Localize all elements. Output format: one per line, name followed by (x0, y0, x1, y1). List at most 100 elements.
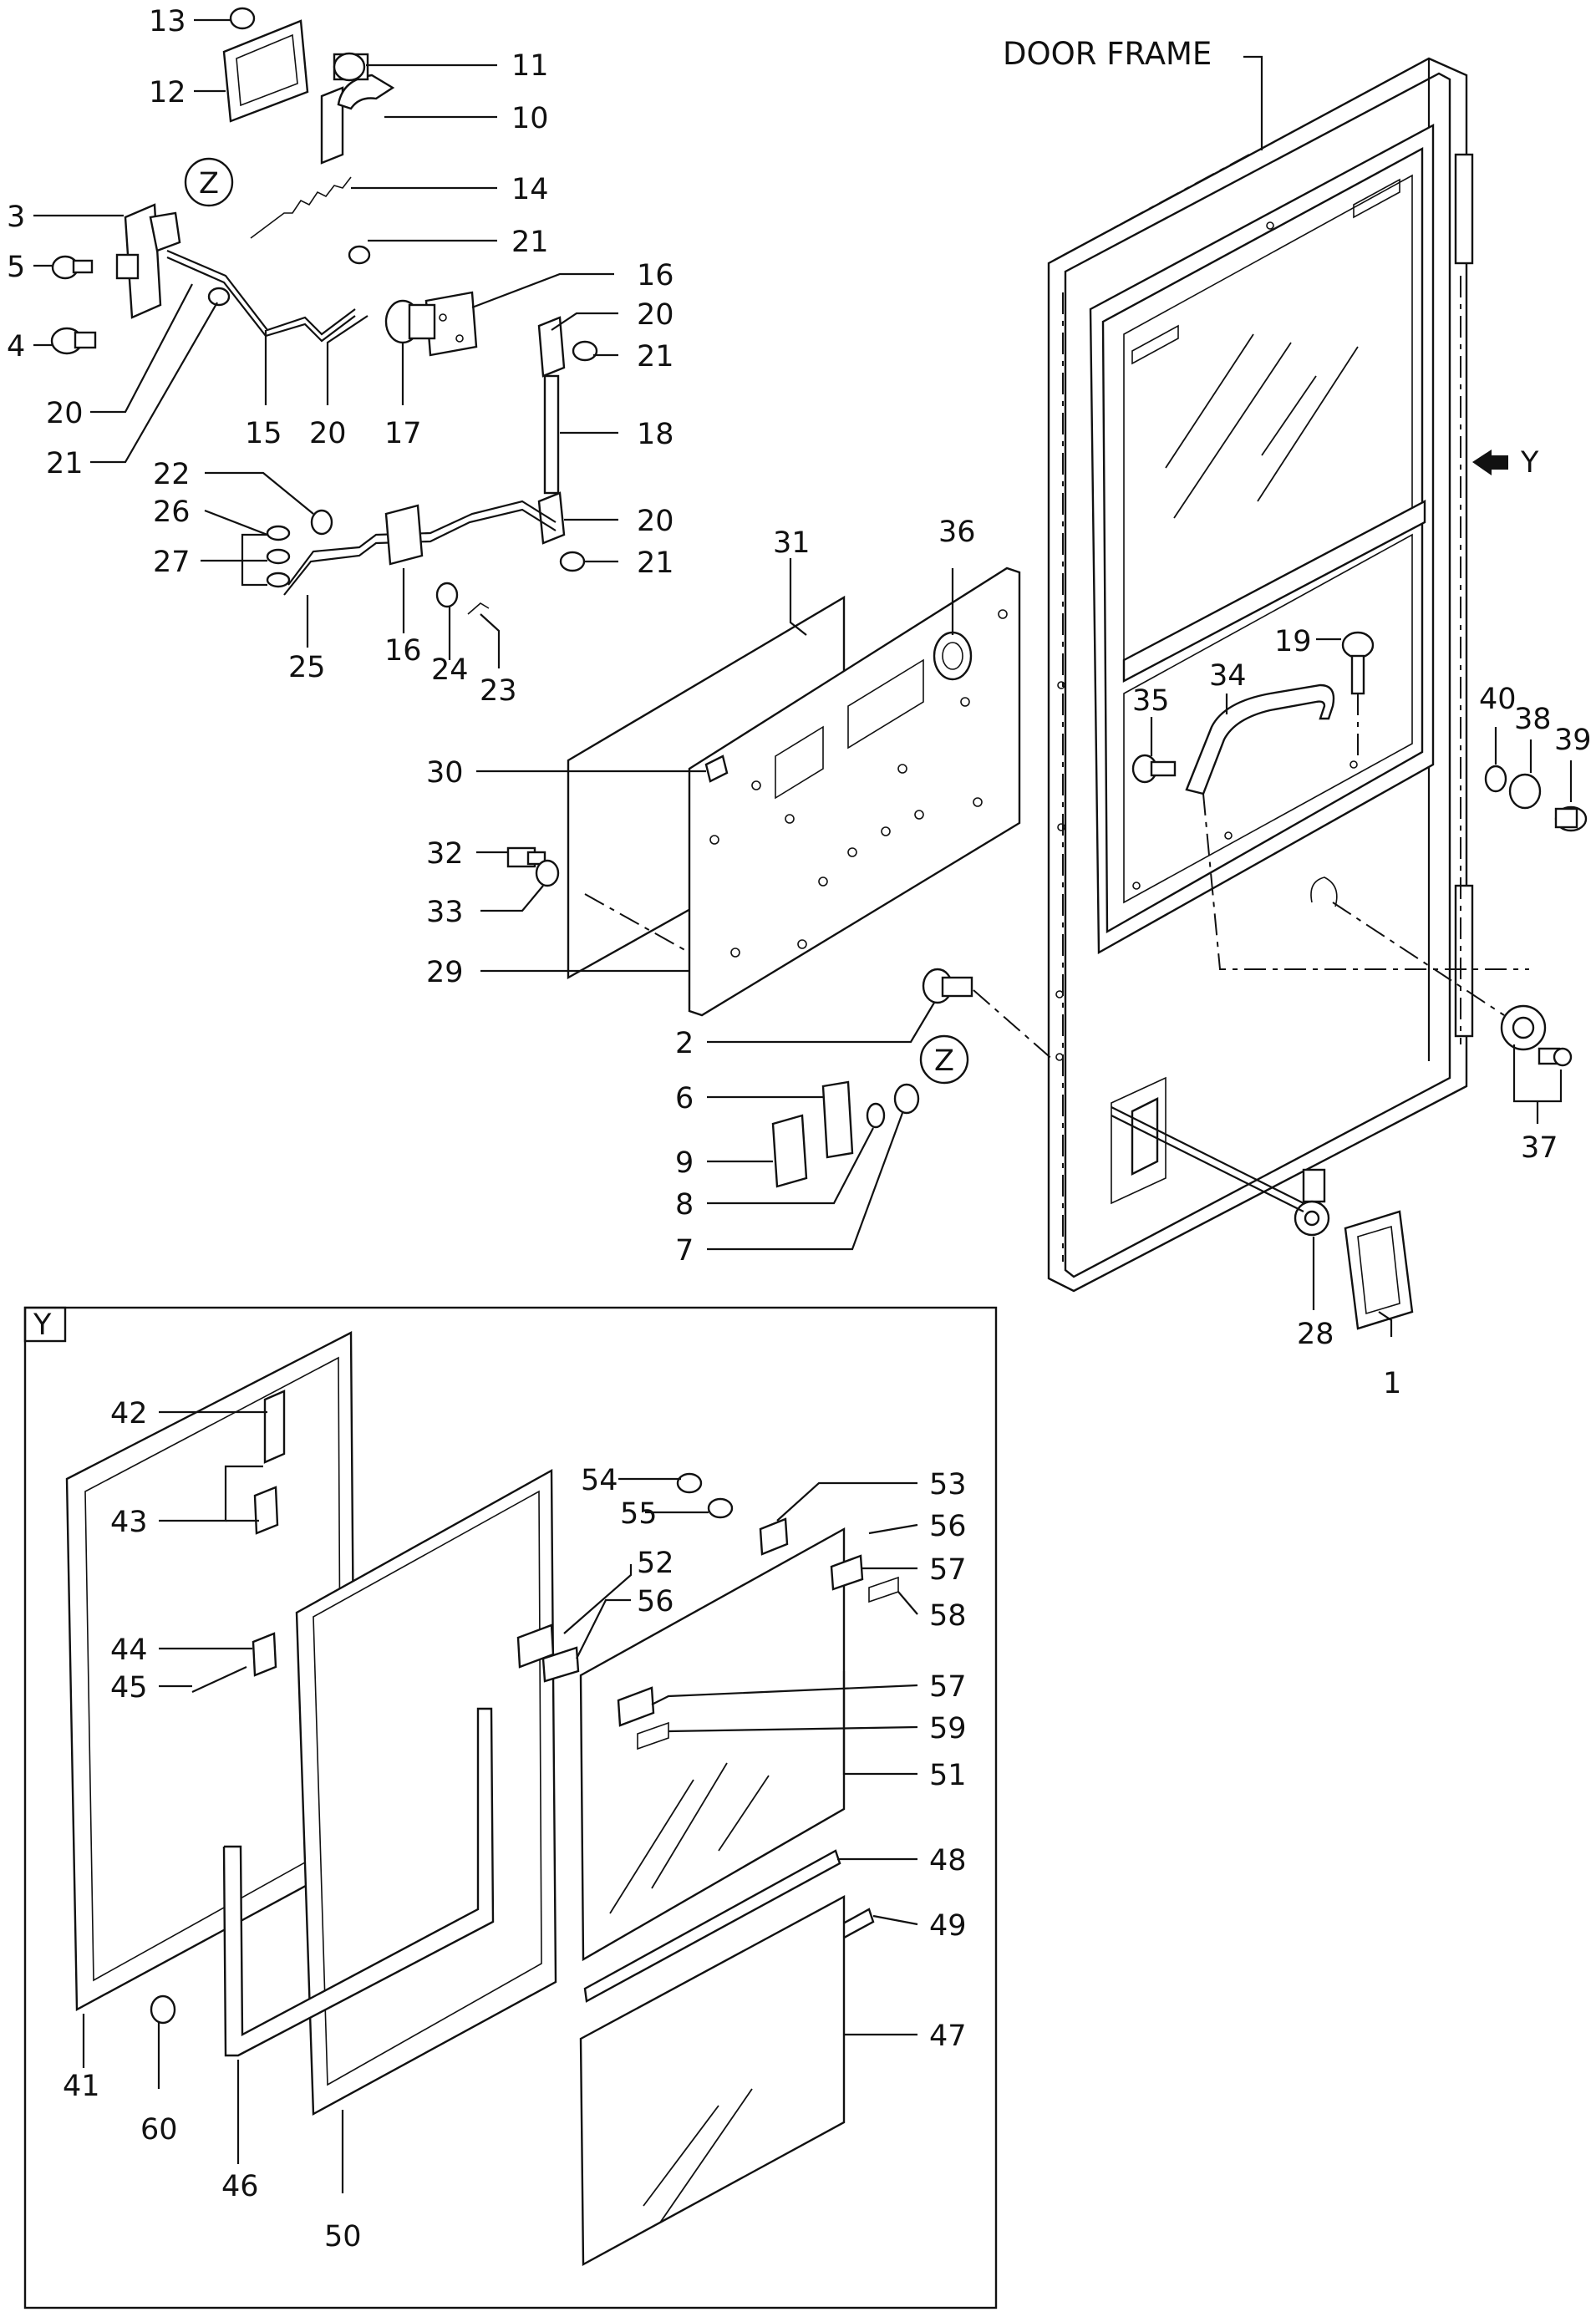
door-frame (1047, 57, 1474, 1293)
leader-lines (33, 18, 1573, 2193)
callout-20: 20 (637, 505, 674, 538)
callout-38: 38 (1514, 703, 1552, 736)
callout-12: 12 (149, 76, 186, 109)
callout-20: 20 (46, 397, 84, 430)
glass-47 (579, 1894, 846, 2267)
callout-26: 26 (153, 495, 191, 529)
callout-3: 3 (7, 201, 25, 234)
callout-55: 55 (620, 1497, 658, 1531)
callout-49: 49 (929, 1909, 967, 1943)
bushing-17 (384, 299, 436, 344)
callout-16: 16 (384, 634, 422, 668)
inset-tag: Y (33, 1308, 52, 1342)
callout-56: 56 (929, 1510, 967, 1543)
callout-5: 5 (7, 251, 25, 284)
callout-20: 20 (637, 298, 674, 332)
callout-57: 57 (929, 1670, 967, 1704)
callout-17: 17 (384, 417, 422, 450)
callout-2: 2 (675, 1027, 694, 1060)
callout-53: 53 (929, 1468, 967, 1501)
callout-34: 34 (1209, 659, 1247, 693)
callout-21: 21 (637, 546, 674, 580)
view-z-label-top: Z (199, 167, 219, 201)
plate-9 (771, 1114, 808, 1188)
callout-18: 18 (637, 418, 674, 451)
callout-35: 35 (1132, 684, 1170, 718)
callout-1: 1 (1383, 1367, 1401, 1400)
bolt-39 (1554, 805, 1588, 832)
callout-57: 57 (929, 1553, 967, 1587)
rod-18 (537, 316, 566, 545)
panel-29 (688, 567, 1021, 1017)
callout-14: 14 (511, 173, 549, 206)
glass-51 (579, 1527, 846, 1962)
spacer-38 (1508, 773, 1542, 810)
callout-11: 11 (511, 49, 549, 83)
grommet-36 (933, 631, 973, 681)
callout-16: 16 (637, 259, 674, 292)
callout-28: 28 (1297, 1318, 1334, 1351)
callout-37: 37 (1521, 1131, 1558, 1165)
callout-52: 52 (637, 1547, 674, 1580)
callout-27: 27 (153, 546, 191, 579)
callout-54: 54 (581, 1464, 618, 1497)
callout-51: 51 (929, 1759, 967, 1792)
grommet-37 (1500, 1004, 1573, 1067)
washer-8 (866, 1102, 886, 1129)
callout-8: 8 (675, 1188, 694, 1222)
latch-3 (115, 203, 181, 319)
callout-7: 7 (675, 1234, 694, 1268)
seal-46 (222, 1707, 495, 2057)
callout-36: 36 (938, 516, 976, 549)
screw-19 (1341, 631, 1375, 695)
callout-23: 23 (480, 674, 517, 708)
callout-50: 50 (324, 2220, 362, 2253)
view-z-label-bottom: Z (934, 1044, 954, 1078)
inset-y-box (23, 1306, 998, 2309)
callout-46: 46 (221, 2170, 259, 2203)
callout-21: 21 (511, 226, 549, 259)
callout-24: 24 (431, 653, 469, 687)
callout-10: 10 (511, 102, 549, 135)
callout-29: 29 (426, 956, 464, 989)
callout-20: 20 (309, 417, 347, 450)
latch-28 (1294, 1168, 1330, 1237)
callout-22: 22 (153, 458, 191, 491)
callout-47: 47 (929, 2020, 967, 2053)
pull-handle-1 (1344, 1210, 1414, 1330)
callout-4: 4 (7, 330, 25, 363)
callout-56: 56 (637, 1585, 674, 1618)
view-y-label: Y (1520, 446, 1539, 480)
bushing-2 (922, 968, 973, 1004)
callout-60: 60 (140, 2113, 178, 2147)
callout-31: 31 (773, 526, 811, 560)
screw-13 (229, 7, 256, 30)
callout-21: 21 (46, 447, 84, 480)
screw-7 (893, 1083, 920, 1115)
callout-42: 42 (110, 1397, 148, 1430)
bolt-32 (506, 846, 546, 868)
callout-39: 39 (1554, 724, 1592, 757)
callout-15: 15 (245, 417, 282, 450)
callout-43: 43 (110, 1506, 148, 1539)
callout-44: 44 (110, 1634, 148, 1667)
callout-13: 13 (149, 5, 186, 38)
callout-48: 48 (929, 1844, 967, 1877)
callout-25: 25 (288, 651, 326, 684)
washer-40 (1484, 765, 1507, 793)
washer-33 (535, 859, 560, 887)
callout-41: 41 (63, 2070, 100, 2103)
callout-33: 33 (426, 896, 464, 929)
callout-30: 30 (426, 756, 464, 790)
clip-30 (704, 755, 729, 783)
callout-40: 40 (1479, 683, 1517, 716)
cover-plate-12 (222, 19, 309, 123)
callout-21: 21 (637, 340, 674, 373)
view-y-arrow-icon (1472, 450, 1508, 475)
screw-4 (50, 327, 97, 355)
callout-58: 58 (929, 1599, 967, 1633)
screw-5 (51, 255, 94, 280)
view-z-marker-top (184, 157, 234, 207)
door-frame-title: DOOR FRAME (1003, 36, 1212, 72)
callout-6: 6 (675, 1082, 694, 1115)
